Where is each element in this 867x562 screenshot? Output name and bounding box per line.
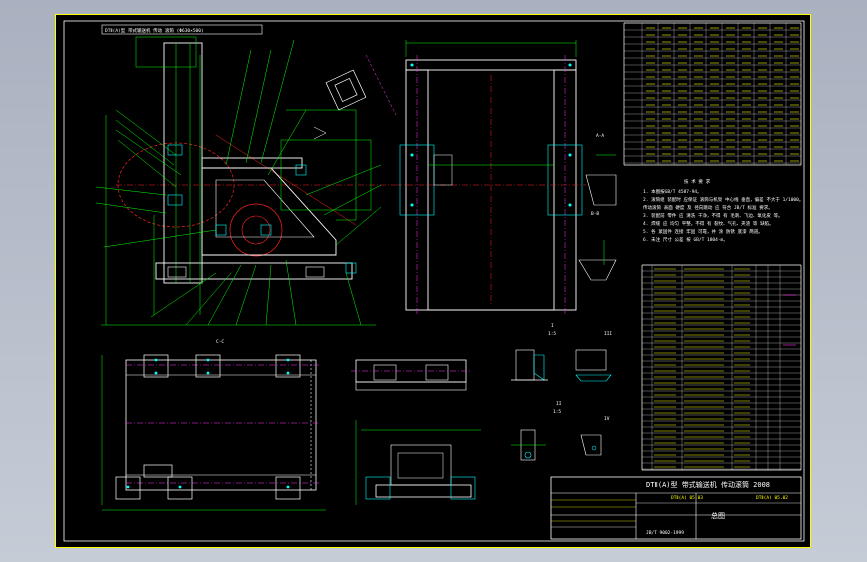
svg-text:B-B: B-B bbox=[591, 211, 599, 217]
svg-text:II: II bbox=[556, 401, 562, 407]
note-6: 5. 各 紧固件 连接 牢固 可靠，并 涂 防锈 底漆 两道。 bbox=[643, 228, 763, 235]
note-7: 6. 未注 尺寸 公差 按 GB/T 1804-m。 bbox=[643, 236, 728, 243]
svg-text:III: III bbox=[604, 331, 612, 337]
svg-text:C-C: C-C bbox=[216, 339, 224, 345]
drawing-number-1: DTⅡ(A) 05.03 bbox=[671, 495, 703, 501]
bill-of-materials bbox=[641, 264, 802, 471]
title-block-name: DTⅡ(A)型 带式输送机 传动滚筒 2008 bbox=[646, 480, 770, 489]
main-side-view[interactable] bbox=[95, 36, 397, 326]
note-1: 1. 本图按GB/T 4587-94。 bbox=[643, 188, 702, 195]
front-view[interactable] bbox=[396, 40, 586, 315]
cad-drawing-viewport[interactable]: DTⅡ(A)型 带式输送机 传动 滚筒 (Φ630×500) bbox=[55, 14, 811, 548]
title-block: DTⅡ(A)型 带式输送机 传动滚筒 2008 DTⅡ(A) 05.03 DTⅡ… bbox=[550, 476, 802, 540]
title-strip: DTⅡ(A)型 带式输送机 传动 滚筒 (Φ630×500) bbox=[101, 24, 263, 35]
title-block-subtitle: 总图 bbox=[711, 511, 725, 520]
svg-text:IV: IV bbox=[604, 416, 610, 422]
svg-text:A-A: A-A bbox=[596, 133, 604, 139]
note-4: 3. 装配前 零件 应 清洗 干净，不得 有 毛刺、飞边、氧化皮 等。 bbox=[643, 212, 783, 219]
note-3: 传动滚筒 表面 硬度 及 径向跳动 应 符合 JB/T 标准 要求。 bbox=[643, 204, 773, 211]
plan-view[interactable]: C-C bbox=[101, 339, 326, 511]
svg-text:1:5: 1:5 bbox=[548, 331, 556, 337]
title-strip-text: DTⅡ(A)型 带式输送机 传动 滚筒 (Φ630×500) bbox=[105, 27, 204, 34]
standard-code: JB/T 9002-1999 bbox=[646, 530, 684, 536]
drawing-frame bbox=[63, 20, 805, 542]
cad-drawing-canvas[interactable]: DTⅡ(A)型 带式输送机 传动 滚筒 (Φ630×500) bbox=[56, 15, 812, 549]
technical-notes: 技 术 要 求 1. 本图按GB/T 4587-94。 2. 滚筒组 装配时 应… bbox=[643, 178, 803, 243]
notes-title: 技 术 要 求 bbox=[684, 178, 711, 185]
note-2: 2. 滚筒组 装配时 应保证 滚筒与机架 中心线 垂直，偏差 不大于 1/100… bbox=[643, 196, 803, 203]
small-detail-views: I 1:5 II 1:5 III IV bbox=[511, 323, 612, 461]
drawing-number-2: DTⅡ(A) 05.02 bbox=[756, 495, 788, 501]
svg-text:I: I bbox=[551, 323, 554, 329]
section-views[interactable] bbox=[351, 359, 481, 505]
note-5: 4. 焊缝 应 均匀 平整，不得 有 裂纹、气孔、夹渣 等 缺陷。 bbox=[643, 220, 774, 227]
detail-views: A-A B-B bbox=[578, 133, 617, 281]
svg-text:1:5: 1:5 bbox=[553, 409, 561, 415]
parts-spec-table bbox=[623, 22, 802, 166]
